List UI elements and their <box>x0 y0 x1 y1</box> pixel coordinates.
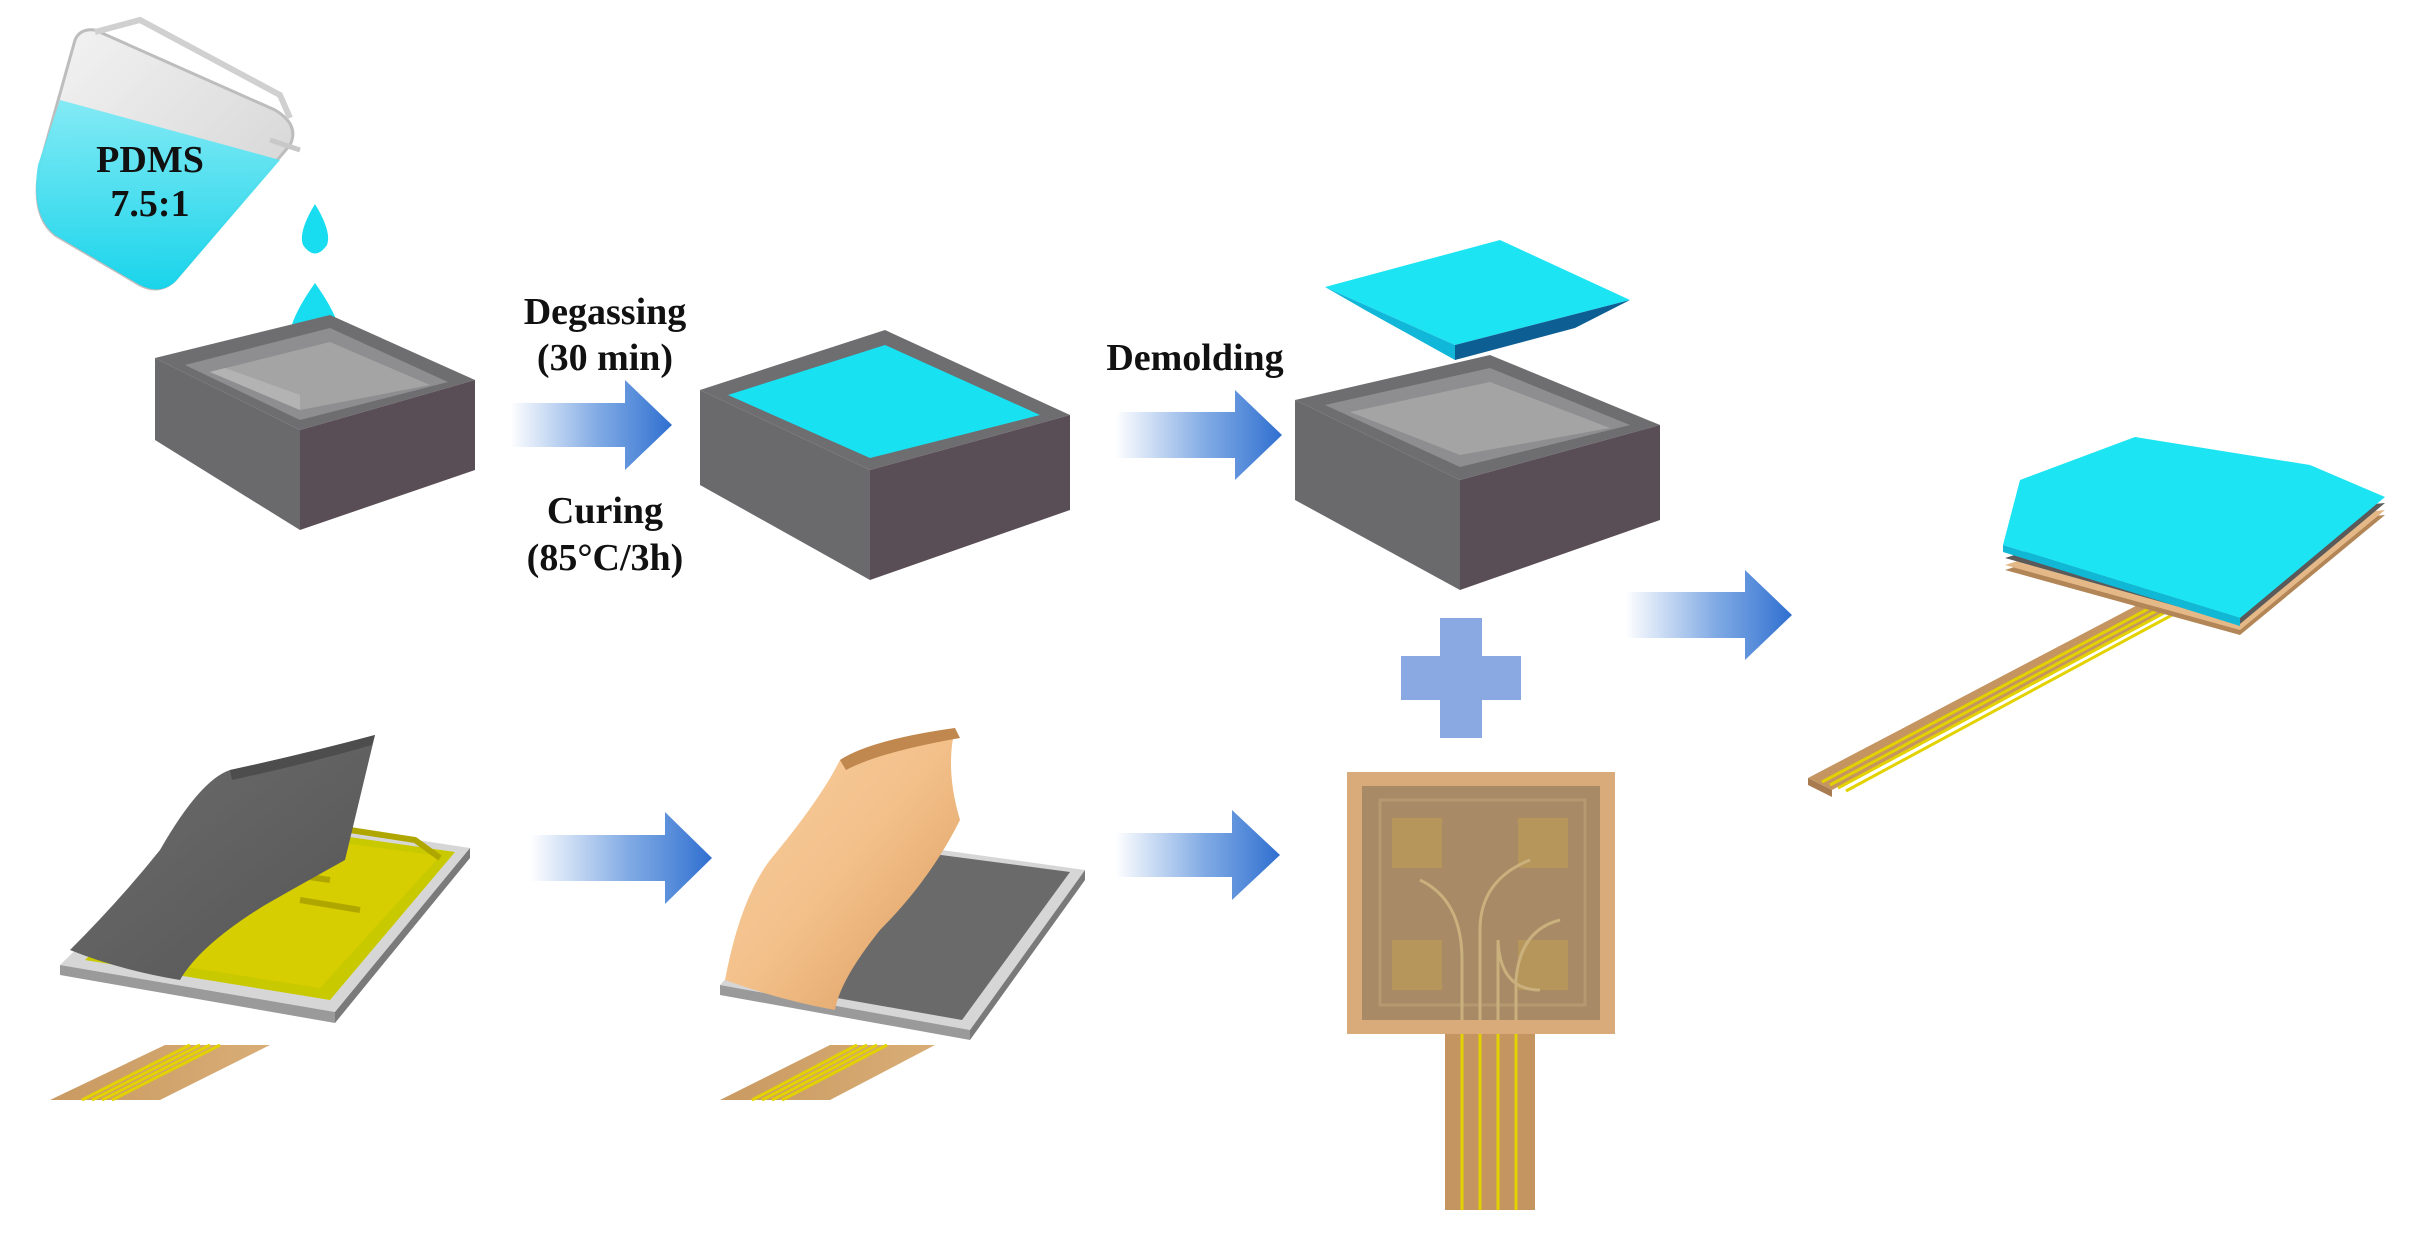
filled-mold <box>700 330 1070 580</box>
arrow-icon <box>1115 810 1280 900</box>
arrow-icon <box>1115 390 1282 480</box>
pdms-slab <box>1325 240 1630 360</box>
label-demolding: Demolding <box>1106 337 1283 379</box>
label-degassing: Degassing <box>524 291 687 333</box>
label-curing: Curing <box>547 490 663 532</box>
label-degassing-time: (30 min) <box>537 337 673 379</box>
arrow-icon <box>1625 570 1792 660</box>
sensor-board-top-view <box>1347 772 1615 1210</box>
arrow-icon <box>510 380 672 470</box>
beaker-icon: PDMS 7.5:1 <box>35 16 301 291</box>
arrow-icon <box>530 812 712 904</box>
final-sensor <box>1808 437 2385 797</box>
droplet-icon <box>301 204 329 254</box>
label-curing-conditions: (85°C/3h) <box>527 537 684 579</box>
beaker-label-ratio: 7.5:1 <box>110 183 189 225</box>
sensor-with-electrode <box>50 735 470 1102</box>
empty-mold <box>155 315 475 530</box>
empty-mold-demolded <box>1295 355 1660 590</box>
sensor-with-copper-foil <box>720 728 1085 1102</box>
plus-icon <box>1401 618 1521 738</box>
beaker-label-material: PDMS <box>96 139 204 181</box>
